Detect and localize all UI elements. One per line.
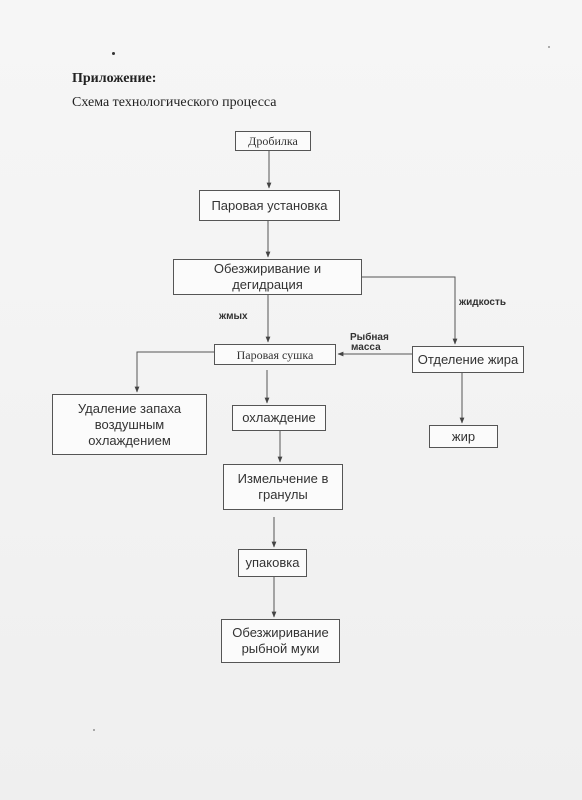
edge-label-fish-mass-line1: Рыбная [350, 332, 389, 343]
node-fat: жир [429, 425, 498, 448]
node-degreasing-dehydration: Обезжиривание и дегидрация [173, 259, 362, 295]
scan-speck [112, 52, 115, 55]
node-granulation: Измельчение в гранулы [223, 464, 343, 510]
edge-label-liquid: жидкость [459, 297, 507, 308]
edge-degreasing-fat-separation [362, 276, 458, 345]
node-steam-drying: Паровая сушка [214, 344, 336, 365]
scan-speck [93, 729, 95, 731]
document-subheading: Схема технологического процесса [72, 95, 277, 110]
node-cooling: охлаждение [232, 405, 326, 431]
node-crusher: Дробилка [235, 131, 311, 151]
node-packaging: упаковка [238, 549, 307, 577]
scan-speck [548, 46, 550, 48]
edge-label-press-cake: жмых [219, 311, 248, 322]
edge-label-fish-mass-line2: масса [351, 342, 381, 353]
node-steam-unit: Паровая установка [199, 190, 340, 221]
node-odor-removal: Удаление запаха воздушным охлаждением [52, 394, 207, 455]
node-fat-separation: Отделение жира [412, 346, 524, 373]
edge-steam-drying-odor-removal [134, 351, 214, 393]
node-fishmeal-degreasing: Обезжиривание рыбной муки [221, 619, 340, 663]
document-heading: Приложение: [72, 71, 157, 86]
